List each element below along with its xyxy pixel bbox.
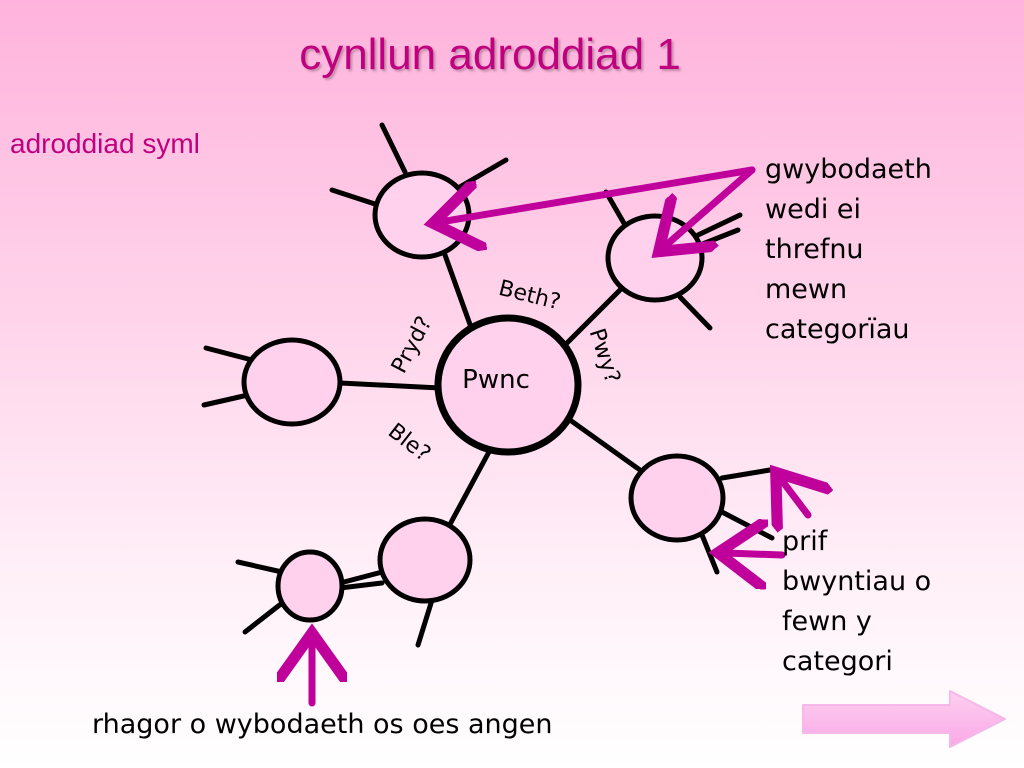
center-node-label: Pwnc xyxy=(462,365,530,395)
arrow-to-category-right xyxy=(664,166,756,247)
next-slide-button[interactable] xyxy=(800,688,1010,750)
category-node xyxy=(241,337,343,427)
category-node xyxy=(372,170,472,260)
pointer-arrows xyxy=(312,166,808,707)
question-label-ble: Ble? xyxy=(383,419,435,467)
note-main-points: prif bwyntiau o fewn y categori xyxy=(782,526,932,677)
arrow-to-category-left xyxy=(440,166,756,222)
category-node xyxy=(377,516,473,604)
note-more-info: rhagor o wybodaeth os oes angen xyxy=(92,709,553,740)
question-label-beth: Beth? xyxy=(496,276,563,315)
category-node xyxy=(628,453,726,543)
note-organised-info: gwybodaeth wedi ei threfnu mewn categorï… xyxy=(765,154,932,345)
question-label-pwy: Pwy? xyxy=(584,326,625,387)
center-node xyxy=(434,314,582,456)
connector-lines xyxy=(337,252,643,531)
arrow-main-point-lower xyxy=(725,553,786,555)
slide-subtitle: adroddiad syml xyxy=(10,128,200,159)
right-arrow-icon xyxy=(802,690,1006,748)
detail-node xyxy=(275,549,345,623)
question-label-pryd: Pryd? xyxy=(387,312,438,377)
slide-title: cynllun adroddiad 1 xyxy=(299,30,681,79)
arrow-main-point-upper xyxy=(780,478,808,515)
